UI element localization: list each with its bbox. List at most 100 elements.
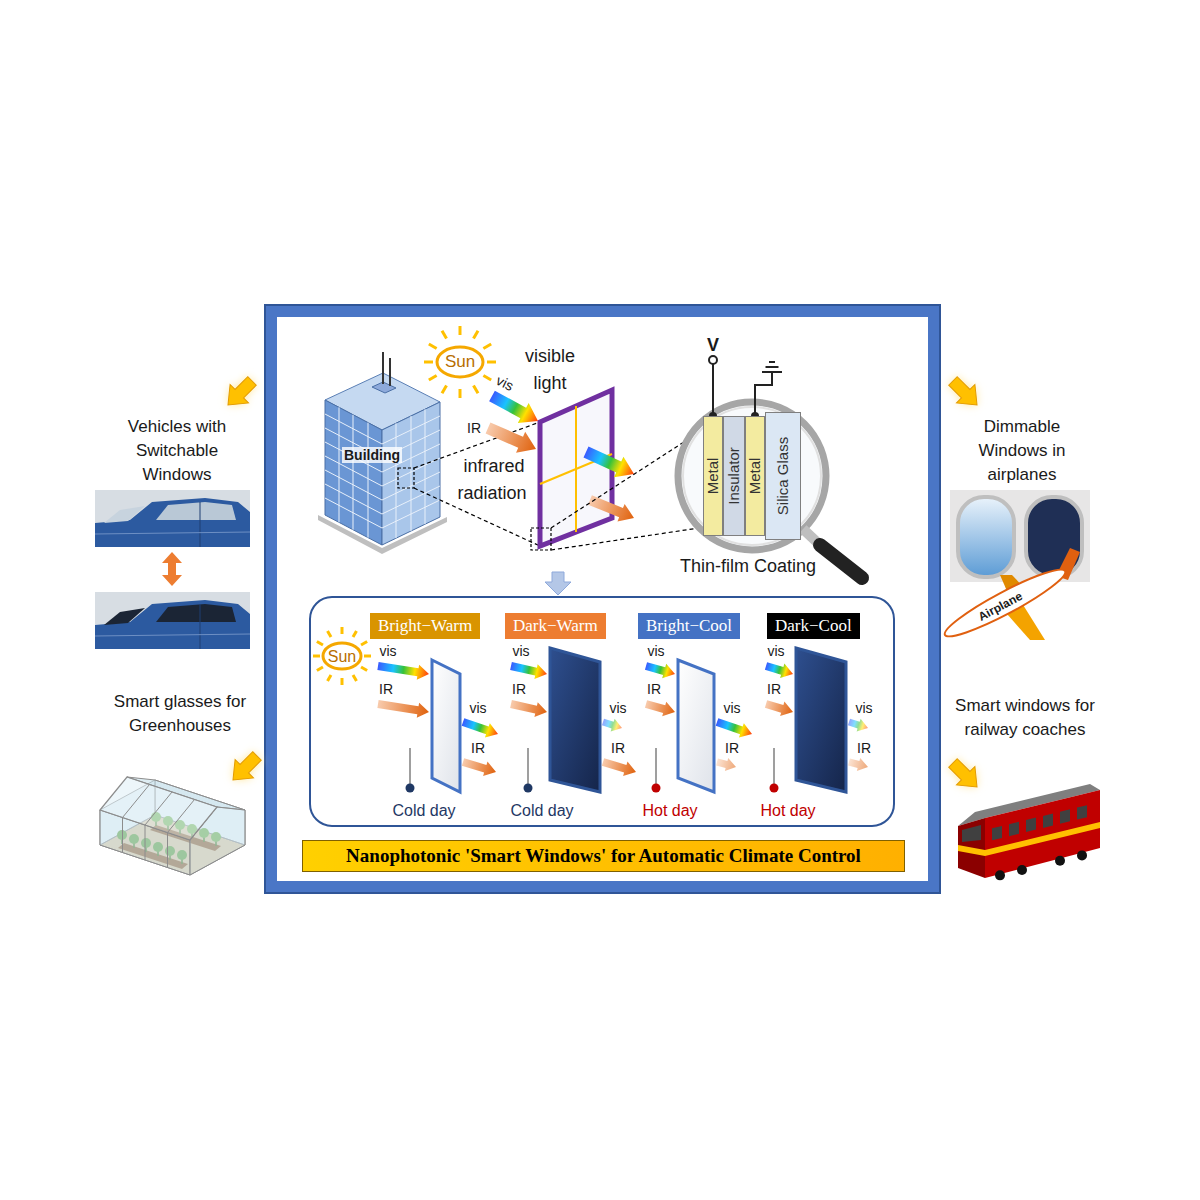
text-label: IR <box>379 681 393 697</box>
label-anchor: Cold day <box>392 800 455 821</box>
sun-symbol-part <box>341 678 344 685</box>
text-label: Hot day <box>642 802 697 819</box>
label-anchor: Hot day <box>642 800 697 821</box>
label-anchor: IR <box>647 680 661 698</box>
state-illustration-part-part <box>644 659 677 682</box>
state-illustration-part-part <box>764 697 795 720</box>
text-label: Vehicles with Switchable Windows <box>128 417 226 484</box>
frame-panel <box>265 305 940 893</box>
airplane-windows-part <box>950 490 1090 582</box>
state-illustration-part-part <box>764 659 795 682</box>
layer-box: Metal <box>703 416 723 536</box>
sun-symbol-part <box>459 326 462 335</box>
train-part <box>1017 865 1027 875</box>
building-part <box>368 423 369 538</box>
state-illustration-part <box>601 716 624 735</box>
smart-window-part <box>586 491 637 527</box>
car-photo-part <box>156 502 236 520</box>
train <box>958 784 1100 880</box>
state-label: Dark−Warm <box>513 616 598 636</box>
label-anchor: IR <box>725 739 739 757</box>
state-illustration-part-part <box>461 755 498 780</box>
car-photo-part <box>156 604 236 622</box>
building-part <box>389 358 391 386</box>
pointer-arrow <box>219 372 261 414</box>
layer-box: Silica Glass <box>765 412 801 540</box>
state-illustration-part-part <box>601 716 624 735</box>
pointer-arrow-part-part <box>219 372 261 414</box>
state-illustration-part <box>770 784 779 793</box>
label-anchor: vis <box>512 642 529 660</box>
car-photo-part <box>200 604 201 649</box>
title-banner: Nanophotonic 'Smart Windows' for Automat… <box>302 840 905 872</box>
smart-window-part-part <box>581 442 638 485</box>
label-anchor: Sun <box>328 646 356 667</box>
text-label: vis <box>647 643 664 659</box>
circuit-wire-part <box>766 366 779 368</box>
pointer-arrow-part-part <box>944 372 986 414</box>
building-part <box>425 409 426 524</box>
state-illustration-part-part <box>377 696 430 719</box>
text-label: IR <box>767 681 781 697</box>
text-label: visible light <box>525 346 575 393</box>
building-part <box>339 407 340 522</box>
circuit-wire <box>709 356 782 420</box>
label-anchor: Thin-film Coating <box>680 555 816 578</box>
text-label: vis <box>723 700 740 716</box>
layer-box: Metal <box>745 416 765 536</box>
train-part <box>995 870 1005 880</box>
state-illustration-part-part <box>847 716 870 735</box>
pointer-arrow-part-part <box>219 372 261 414</box>
pointer-arrow <box>224 747 266 789</box>
label-anchor: Smart glasses for Greenhouses <box>99 690 261 738</box>
sun-symbol-part <box>328 675 332 681</box>
state-illustration-part-part <box>461 715 501 741</box>
text-label: Building <box>342 447 402 463</box>
label-anchor: IR <box>611 739 625 757</box>
building <box>318 352 540 554</box>
state-illustration-part-part <box>847 756 869 774</box>
pointer-arrow <box>944 754 986 796</box>
train-part <box>985 790 1100 878</box>
pointer-arrow-part-part <box>224 747 266 789</box>
state-illustration-part <box>764 697 795 720</box>
train-part <box>1043 813 1053 827</box>
car-photo-part <box>95 498 250 547</box>
circuit-wire-part <box>755 372 772 416</box>
label-anchor: Smart windows for railway coaches <box>939 694 1111 742</box>
state-illustration-part <box>796 648 846 792</box>
train-part <box>1055 856 1065 866</box>
magnifier-part <box>683 407 821 545</box>
layer-label: Insulator <box>726 447 742 505</box>
car-photo-part <box>95 490 250 547</box>
pointer-arrow-part-part <box>944 372 986 414</box>
state-illustration-part <box>644 659 677 682</box>
airplane-windows <box>950 490 1090 582</box>
smart-window-part <box>531 528 551 550</box>
state-illustration-part <box>715 756 737 774</box>
frame-panel-part <box>310 597 894 826</box>
state-illustration-part-part <box>377 658 430 681</box>
car-photo-part <box>104 506 145 523</box>
greenhouse-part <box>123 785 150 818</box>
label-anchor: V <box>707 334 719 357</box>
state-tag: Dark−Cool <box>767 613 860 639</box>
text-label: vis <box>855 700 872 716</box>
frame-panel-part <box>277 317 928 881</box>
magnifier-part <box>678 402 826 550</box>
car-photo <box>95 490 250 547</box>
label-anchor: IR <box>512 680 526 698</box>
state-illustration <box>509 648 638 793</box>
magnifier <box>678 402 862 578</box>
state-tag: Bright−Warm <box>370 613 480 639</box>
state-illustration-part <box>652 784 661 793</box>
label-anchor: Vehicles with Switchable Windows <box>111 415 243 487</box>
sun-symbol-part <box>474 331 479 339</box>
smart-window-part <box>540 390 612 546</box>
greenhouse-part <box>145 792 172 825</box>
sun-symbol-part <box>424 361 433 364</box>
text-label: vis <box>512 643 529 659</box>
state-illustration <box>644 659 754 793</box>
state-illustration-part-part <box>715 756 737 774</box>
text-label: Smart glasses for Greenhouses <box>114 692 246 735</box>
